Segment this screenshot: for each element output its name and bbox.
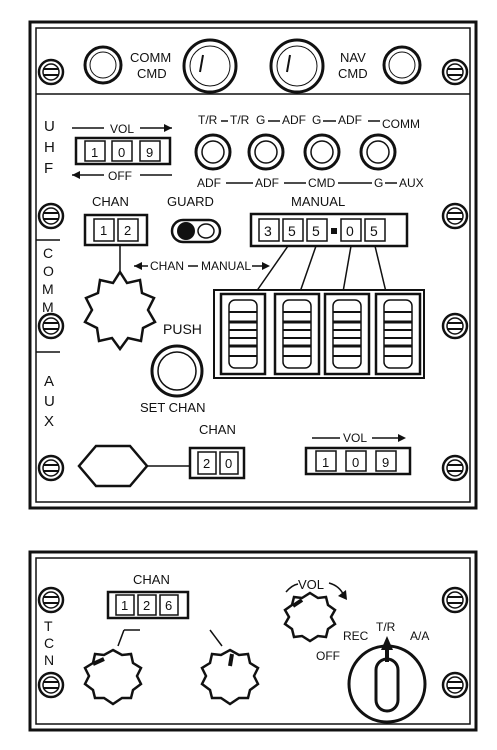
screw-icon [441,671,469,699]
pointer-arrow-icon [381,636,393,662]
screw-icon [441,312,469,340]
tcn-vol-label: VOL [298,577,324,592]
uhf-control-panel: COMM CMD NAV CMD U H F C O M M A U X VOL [28,20,478,510]
mode-top-label: G [312,113,321,127]
mode-top-label: ADF [338,113,362,127]
tcn-tr-label: T/R [376,620,396,634]
screw-icon [37,671,65,699]
mode-bottom-label: AUX [399,176,424,190]
mode-top-label: COMM [382,117,420,131]
mode-bottom-label: ADF [197,176,221,190]
tcn-side-label-1: C [44,635,54,651]
chan-digit: 1 [100,223,107,238]
tcn-side-label-2: N [44,652,54,668]
screw-icon [37,454,65,482]
tcn-chan-digit: 1 [121,598,128,613]
manual-label: MANUAL [291,194,345,209]
side-label-uhf-0: U [44,118,55,135]
uhf-panel-frame [28,20,478,510]
off-label: OFF [108,169,132,183]
side-label-comm-0: C [43,245,53,261]
side-label-comm-3: M [42,299,54,315]
aux-chan-digit: 2 [203,456,210,471]
side-label-aux-1: U [44,393,55,410]
volume-digit: 9 [146,145,153,160]
arrow-chan-label: CHAN [150,259,184,273]
set-chan-label: SET CHAN [140,400,206,415]
volume-digit: 1 [91,145,98,160]
aux-channel-knob[interactable] [77,444,149,488]
manual-digit: 0 [346,223,354,239]
mode-bottom-label: ADF [255,176,279,190]
tcn-channel-units-knob[interactable] [200,648,260,706]
mode-top-label: ADF [282,113,306,127]
frequency-roller[interactable] [374,292,422,376]
screw-icon [37,586,65,614]
tcn-mode-selector-handle[interactable] [374,657,400,713]
frequency-roller[interactable] [323,292,371,376]
mode-top-label: G [256,113,265,127]
chan-label: CHAN [92,194,129,209]
side-label-aux-2: X [44,413,54,430]
tcn-volume-knob[interactable] [283,591,337,643]
mode-top-label: T/R [230,113,250,127]
screw-icon [441,454,469,482]
side-label-comm-1: O [43,263,54,279]
comm-cmd-label-1: COMM [130,50,171,65]
side-label-uhf-1: H [44,139,55,156]
frequency-roller[interactable] [219,292,267,376]
arrow-manual-label: MANUAL [201,259,251,273]
manual-digit: 3 [264,223,272,239]
manual-digit: 5 [370,223,378,239]
manual-digit: 5 [288,223,296,239]
tcn-channel-tens-knob[interactable] [83,648,143,706]
screw-icon [441,58,469,86]
tcn-chan-digit: 6 [165,598,172,613]
tcn-rec-label: REC [343,629,369,643]
manual-digit: 5 [312,223,320,239]
tacan-control-panel: T C N CHAN 1 2 6 VOL REC T/R A/A OFF [28,550,478,732]
side-label-aux-0: A [44,373,54,390]
side-label-comm-2: M [42,281,54,297]
decimal-point [331,228,337,234]
mode-bottom-label: CMD [308,176,336,190]
tcn-side-label-0: T [44,618,53,634]
nav-cmd-label-1: NAV [340,50,366,65]
frequency-roller[interactable] [273,292,321,376]
chan-digit: 2 [124,223,131,238]
push-label: PUSH [163,321,202,337]
screw-icon [37,312,65,340]
aux-vol-label: VOL [343,431,367,445]
aux-volume-digit: 1 [322,455,329,470]
channel-selector-knob[interactable] [83,269,157,352]
mode-bottom-label: G [374,176,383,190]
screw-icon [441,202,469,230]
screw-icon [441,586,469,614]
nav-cmd-label-2: CMD [338,66,368,81]
vol-label: VOL [110,122,134,136]
aux-chan-digit: 0 [225,456,232,471]
tcn-chan-label: CHAN [133,572,170,587]
volume-digit: 0 [118,145,125,160]
tcn-aa-label: A/A [410,629,429,643]
aux-chan-label: CHAN [199,422,236,437]
tcn-chan-digit: 2 [143,598,150,613]
guard-label: GUARD [167,194,214,209]
aux-volume-digit: 0 [352,455,359,470]
side-label-uhf-2: F [44,160,53,177]
tcn-off-label: OFF [316,649,340,663]
mode-top-label: T/R [198,113,218,127]
screw-icon [37,58,65,86]
comm-cmd-label-2: CMD [137,66,167,81]
aux-volume-digit: 9 [382,455,389,470]
screw-icon [37,202,65,230]
